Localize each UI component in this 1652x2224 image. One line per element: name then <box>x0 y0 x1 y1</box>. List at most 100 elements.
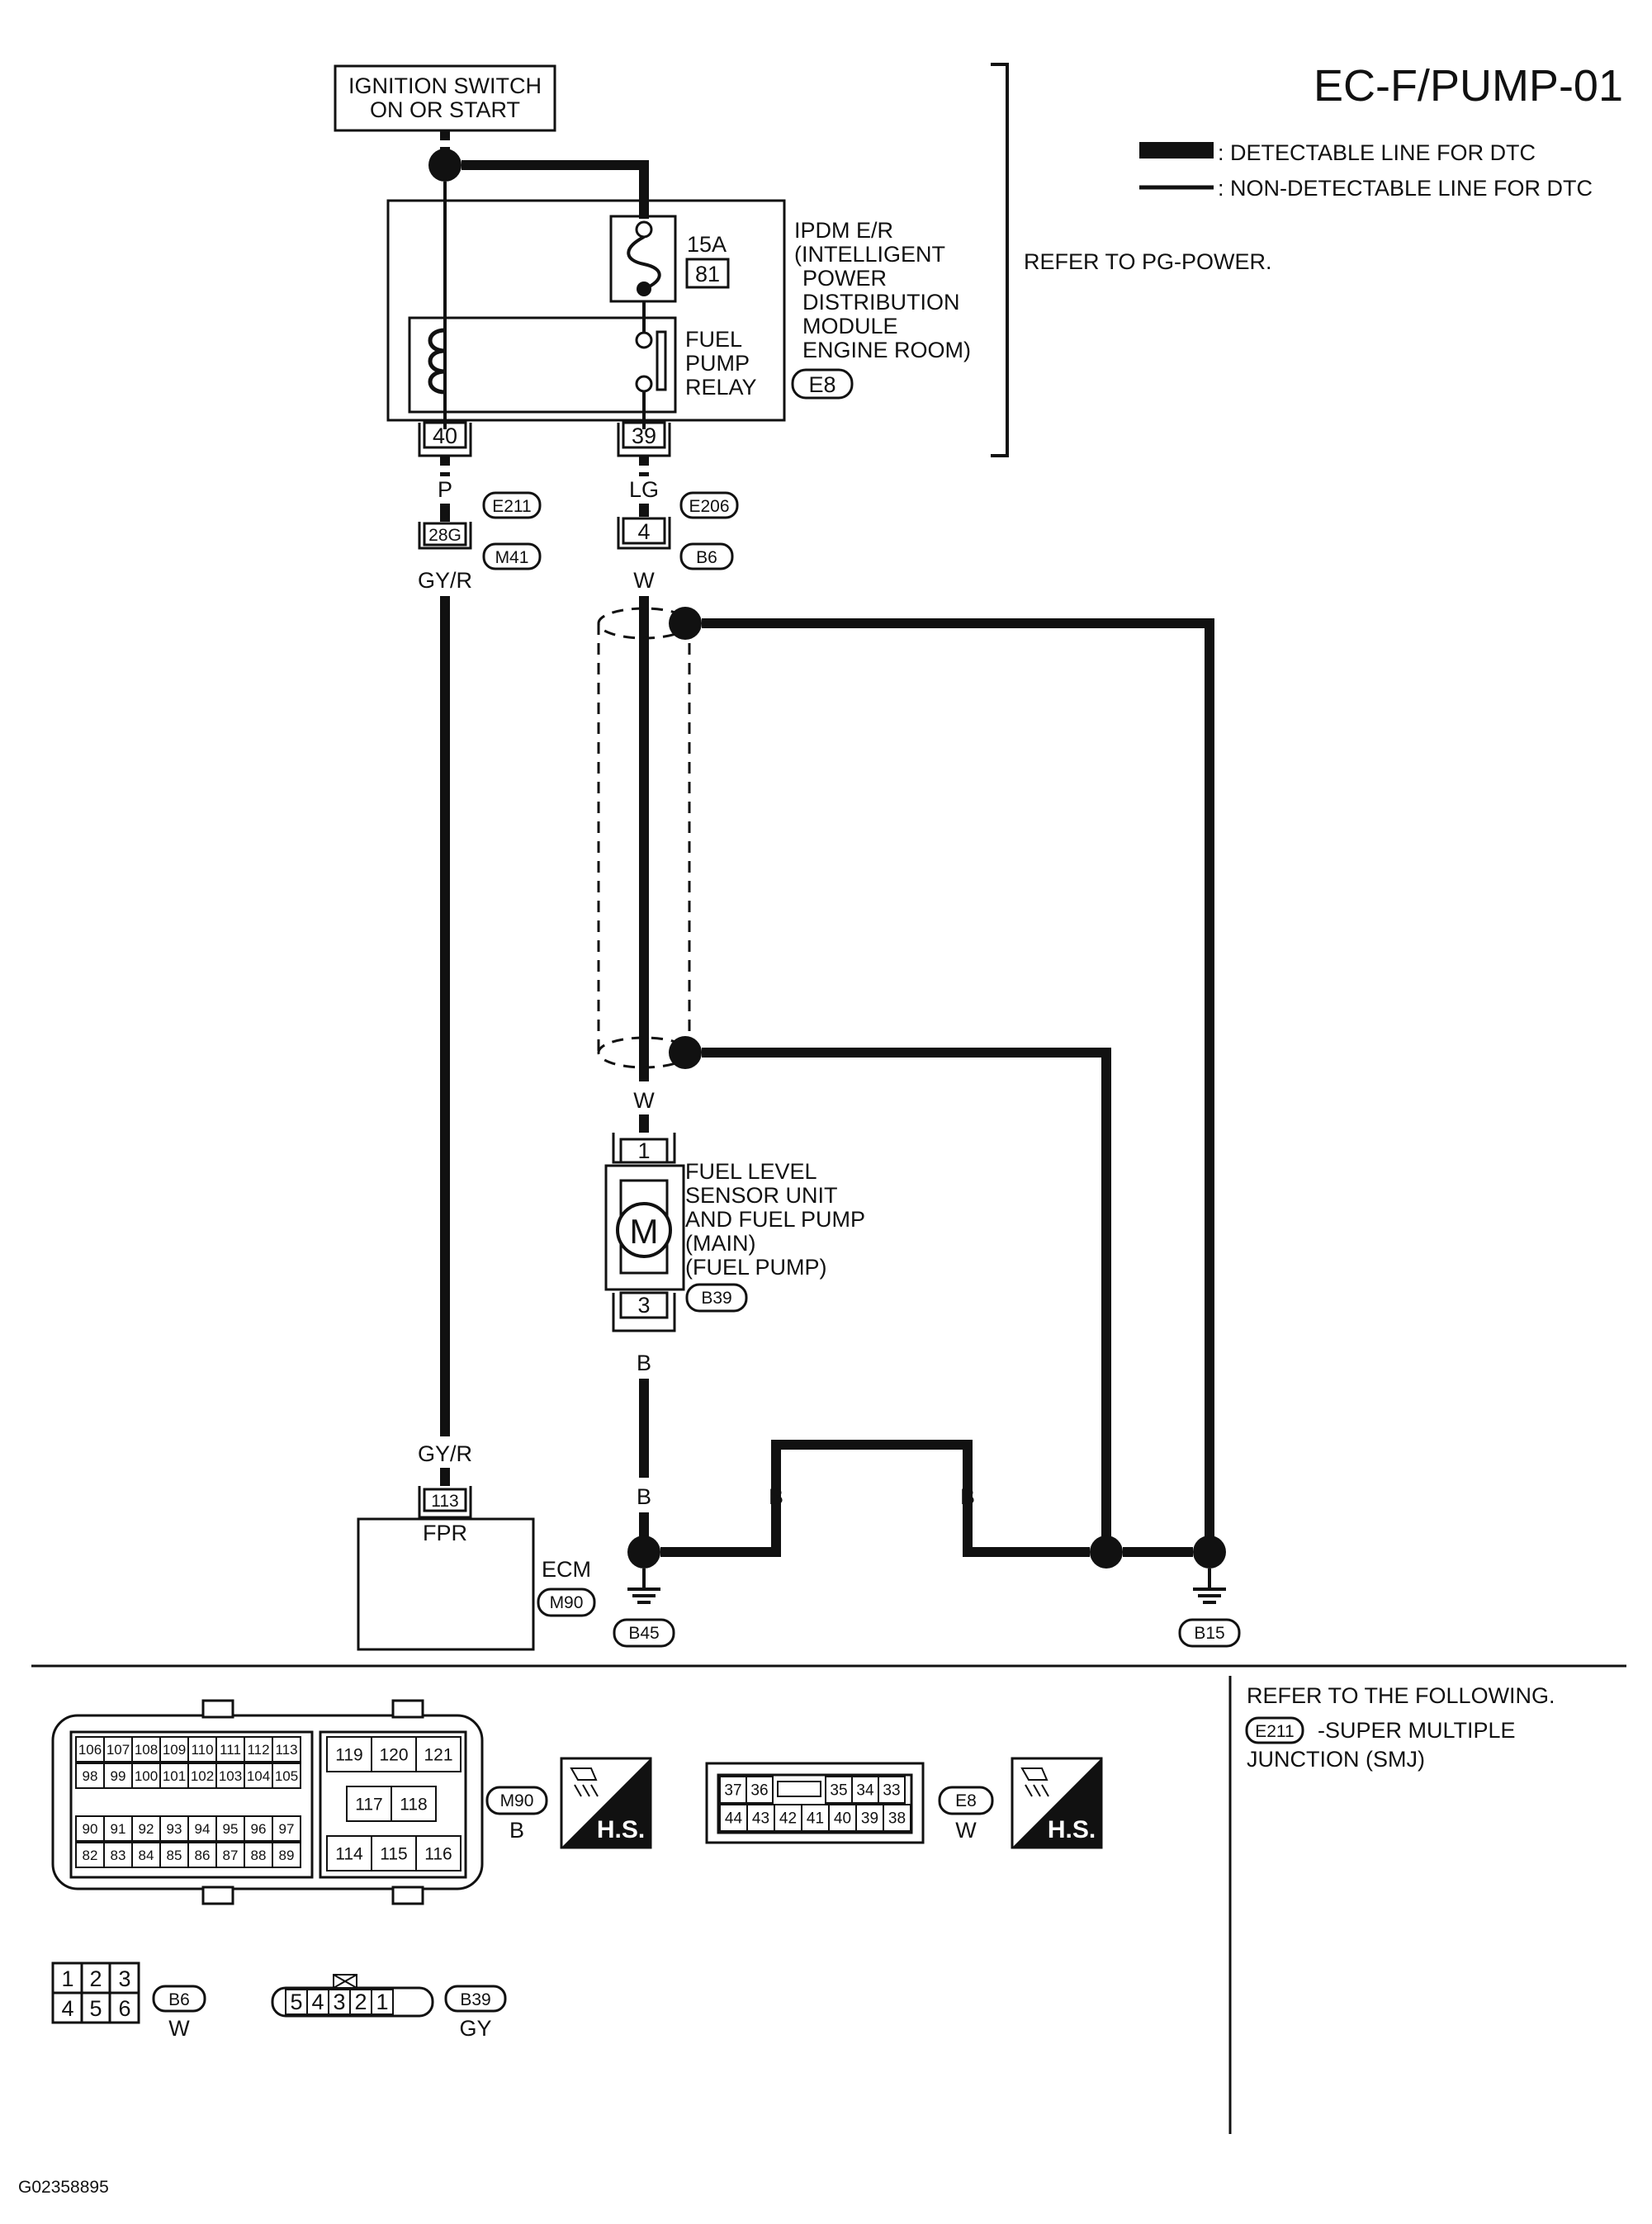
m90-pin-83: 83 <box>111 1848 126 1863</box>
pin-4-bracket <box>617 517 671 550</box>
shield-drain-wire-bottom <box>702 1048 1111 1552</box>
connector-m41-tag: M41 <box>495 548 529 567</box>
fuel-pump-label-5: (FUEL PUMP) <box>685 1255 827 1280</box>
diagram-title: EC-F/PUMP-01 <box>1314 61 1623 111</box>
m90-pin-82: 82 <box>83 1848 98 1863</box>
power-bracket <box>991 63 1009 457</box>
e8-pin-36: 36 <box>750 1782 768 1800</box>
pin-1: 1 <box>637 1138 650 1163</box>
fuse-number-box <box>685 258 730 289</box>
b39-pin-2: 2 <box>354 1990 367 2014</box>
relay-contact-bottom <box>635 375 653 393</box>
fuel-pump-label-1: FUEL LEVEL <box>685 1159 817 1184</box>
fuel-pump-relay-box <box>408 316 677 414</box>
connector-e206-tag: E206 <box>689 497 729 516</box>
m90-pin-113-cell <box>272 1736 301 1763</box>
m90-pin-85: 85 <box>167 1848 182 1863</box>
connector-b6-face-tag: B6 <box>168 1990 190 2009</box>
fuse-feed-wire <box>462 160 649 219</box>
m90-pin-116: 116 <box>424 1844 452 1863</box>
b6-pin-5: 5 <box>89 1996 102 2021</box>
m90-pin-90-cell <box>75 1815 105 1842</box>
m90-pin-96: 96 <box>251 1821 267 1837</box>
pin-40: 40 <box>433 424 457 448</box>
connector-b39-color: GY <box>459 2016 491 2041</box>
ground-b45-icon <box>627 1588 660 1604</box>
m90-pin-120-cell <box>371 1736 417 1772</box>
pin-3-box <box>619 1291 669 1319</box>
ecm-label: ECM <box>542 1557 591 1582</box>
m90-pin-94: 94 <box>195 1821 211 1837</box>
refer-e211-text-2: JUNCTION (SMJ) <box>1247 1747 1425 1772</box>
m90-pin-116-cell <box>415 1835 462 1871</box>
e8-pin-41-cell <box>801 1804 830 1832</box>
m90-pin-88: 88 <box>251 1848 267 1863</box>
m90-pin-99: 99 <box>111 1768 126 1784</box>
connector-m90-tag: M90 <box>550 1593 584 1612</box>
m90-pin-93: 93 <box>167 1821 182 1837</box>
m90-pin-109: 109 <box>163 1742 186 1758</box>
ground-jumper-wire <box>660 1440 1090 1557</box>
refer-following-title: REFER TO THE FOLLOWING. <box>1247 1683 1555 1708</box>
m90-pin-110: 110 <box>191 1742 213 1758</box>
connector-e8-face-tag-box <box>938 1786 994 1815</box>
m90-pin-107: 107 <box>107 1742 130 1758</box>
ipdm-label-2: (INTELLIGENT <box>794 242 945 267</box>
connector-b6-tag: B6 <box>696 548 717 567</box>
wire-color-w-bottom: W <box>633 1088 655 1113</box>
e8-pin-33-cell <box>878 1776 906 1804</box>
wire-color-b-pump: B <box>637 1351 651 1375</box>
e8-pin-34: 34 <box>856 1782 874 1800</box>
ipdm-label-5: MODULE <box>802 314 898 338</box>
connector-m90-face-tag: M90 <box>500 1791 534 1810</box>
shield-drain-wire-top <box>702 618 1214 1552</box>
svg-text:H.S.: H.S. <box>1048 1816 1096 1843</box>
m90-pin-87: 87 <box>223 1848 239 1863</box>
m90-pin-104-cell <box>244 1763 273 1789</box>
b6-connector-face <box>51 1961 140 2024</box>
m90-pin-113: 113 <box>275 1742 297 1758</box>
b39-pin-3: 3 <box>333 1990 345 2014</box>
connector-m90-face-tag-box <box>485 1786 548 1815</box>
relay-label-2: PUMP <box>685 351 750 376</box>
m90-pin-89-cell <box>272 1842 301 1868</box>
svg-text:H.S.: H.S. <box>597 1816 645 1843</box>
refer-e211-tag-box <box>1245 1716 1304 1744</box>
m90-pin-104: 104 <box>247 1768 270 1784</box>
m90-pin-97-cell <box>272 1815 301 1842</box>
m90-pin-95-cell <box>215 1815 245 1842</box>
ecm-box <box>357 1517 535 1651</box>
fuel-pump-motor-icon <box>616 1202 672 1258</box>
wire-color-lg: LG <box>629 477 659 502</box>
ipdm-connector-tag-box <box>791 368 854 400</box>
pin-1-box <box>619 1138 669 1164</box>
m90-pin-95: 95 <box>223 1821 239 1837</box>
b6-pin-1: 1 <box>61 1966 73 1991</box>
legend-detectable-swatch <box>1139 142 1214 159</box>
connector-m90-tag-box <box>537 1588 596 1617</box>
relay-switch-arm <box>656 330 667 391</box>
connector-e211-tag-box <box>482 491 542 519</box>
relay-contact-top <box>635 331 653 349</box>
fuse-amperage: 15A <box>687 232 727 257</box>
m90-pin-109-cell <box>159 1736 189 1763</box>
fuel-pump-unit-box <box>604 1164 685 1291</box>
pin-3: 3 <box>637 1293 650 1318</box>
m90-pin-103-cell <box>215 1763 245 1789</box>
m90-pin-100: 100 <box>135 1768 158 1784</box>
hs-badge-m90: H.S. <box>560 1757 652 1849</box>
e8-pin-35: 35 <box>830 1782 847 1800</box>
m90-pin-93-cell <box>159 1815 189 1842</box>
wire-color-gyr-top: GY/R <box>418 568 472 593</box>
e8-pin-39-cell <box>855 1804 884 1832</box>
m90-pin-110-cell <box>187 1736 217 1763</box>
m90-pin-91: 91 <box>111 1821 126 1837</box>
m90-pin-115: 115 <box>380 1844 407 1863</box>
fuse-terminal-bottom <box>637 282 651 296</box>
m90-pin-105: 105 <box>275 1768 298 1784</box>
pin-113: 113 <box>431 1492 458 1511</box>
connector-e8-face-tag: E8 <box>955 1791 977 1810</box>
